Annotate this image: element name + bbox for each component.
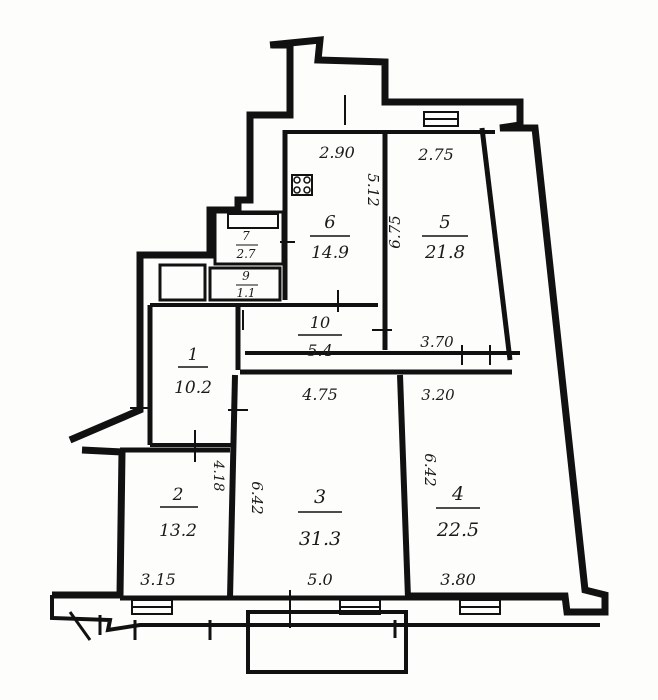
room-number: 10 [310,313,330,332]
room-number: 4 [451,483,464,505]
wall-room3-4 [397,374,411,599]
stove [291,174,313,196]
balcony [246,610,408,674]
room-area: 31.3 [299,528,341,550]
room-number: 9 [242,269,250,283]
dimension-label: 4.18 [210,459,226,491]
bathroom-7 [213,210,285,266]
room-number: 5 [439,212,450,233]
stove-burner [303,186,311,194]
exterior-wall-bottom [50,595,600,633]
exterior-wall-bottom-notch [68,611,397,641]
storage-small [158,263,207,302]
walls [50,36,609,674]
dimension-label: 3.70 [420,333,454,351]
room-number: 6 [324,212,335,233]
room-area: 22.5 [436,519,479,541]
bathtub [227,213,279,229]
dimension-label: 5.12 [364,173,382,206]
room-area: 1.1 [236,286,255,300]
room-number: 1 [188,345,199,365]
dimension-labels: 2.90 2.75 5.12 6.75 3.70 4.75 3.20 6.42 … [140,143,476,589]
dimension-label: 3.20 [421,386,455,404]
dimension-label: 4.75 [301,385,338,404]
room-number: 7 [242,229,250,243]
stove-burner [303,176,311,184]
dimension-label: 5.0 [307,570,332,589]
room-number: 3 [314,486,326,508]
room-area: 21.8 [424,242,465,263]
dimension-label: 3.80 [440,570,476,589]
dimension-label: 6.75 [386,215,404,248]
exterior-wall [269,36,609,616]
dimension-label: 6.42 [248,481,266,514]
exterior-wall-top-left [68,41,294,444]
dimension-label: 6.42 [421,453,439,486]
stove-burner [293,186,301,194]
room-labels: 1 10.2 2 13.2 3 31.3 4 22.5 5 21.8 6 14.… [159,212,480,550]
stove-burner [293,176,301,184]
room-area: 14.9 [311,243,349,263]
room-area: 10.2 [174,378,212,398]
room-area: 13.2 [159,521,197,541]
door-marks [130,95,491,628]
exterior-wall-left [52,446,126,599]
wall-room2-3 [227,374,238,599]
dimension-label: 3.15 [140,570,176,589]
toilet-room-9 [208,266,282,302]
room-area: 5.4 [307,341,332,360]
dimension-label: 2.75 [417,145,454,164]
windows [131,111,501,615]
room-number: 2 [172,485,184,505]
room-area: 2.7 [235,247,255,261]
dimension-label: 2.90 [318,143,355,162]
wall-room5-right [479,127,513,361]
